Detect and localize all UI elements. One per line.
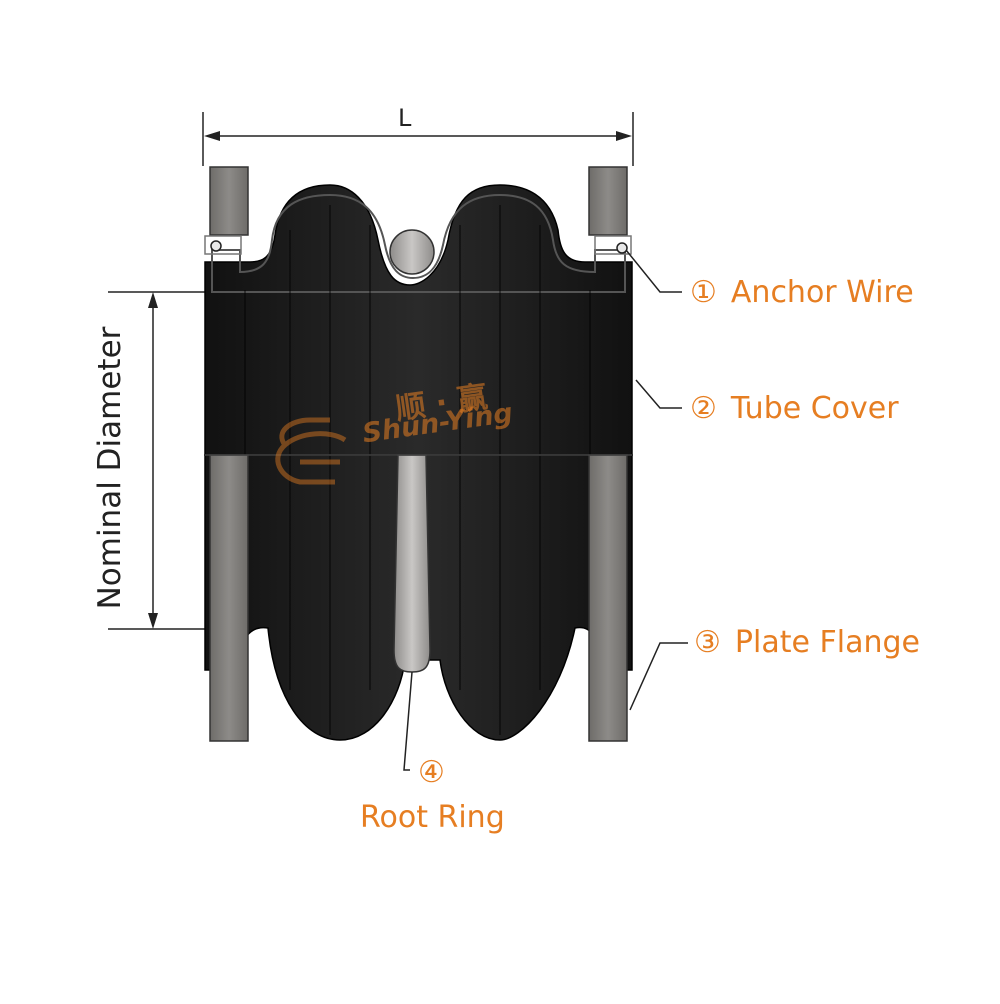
upper-flanges [209,166,628,236]
length-label: L [398,104,412,132]
anchor-wire-leader [625,249,682,293]
tube-cover-leader [635,379,682,409]
length-dimension [202,112,634,166]
callout-root-ring-label: Root Ring [360,800,505,835]
lower-flanges [209,454,628,742]
nominal-diameter-label: Nominal Diameter [92,326,128,610]
callout-number: ① [690,275,717,310]
callout-label: Anchor Wire [730,275,914,310]
diameter-dimension [108,291,210,630]
callout-label: Tube Cover [730,391,899,426]
plate-flange-leader [629,642,688,711]
callout-plate-flange: ③ Plate Flange [694,628,920,658]
callout-anchor-wire: ① Anchor Wire [690,278,914,308]
body-contours [244,205,591,735]
rubber-body-upper [204,184,633,456]
callout-tube-cover: ② Tube Cover [690,394,899,424]
watermark-logo [275,417,347,485]
callout-root-ring-number: ④ [418,755,445,790]
root-ring [389,229,435,673]
root-ring-leader [403,671,413,771]
callout-number: ② [690,391,717,426]
anchor-wire [204,235,632,255]
callout-number: ③ [694,625,721,660]
callout-label: Plate Flange [734,625,920,660]
callout-leaders [403,249,688,771]
